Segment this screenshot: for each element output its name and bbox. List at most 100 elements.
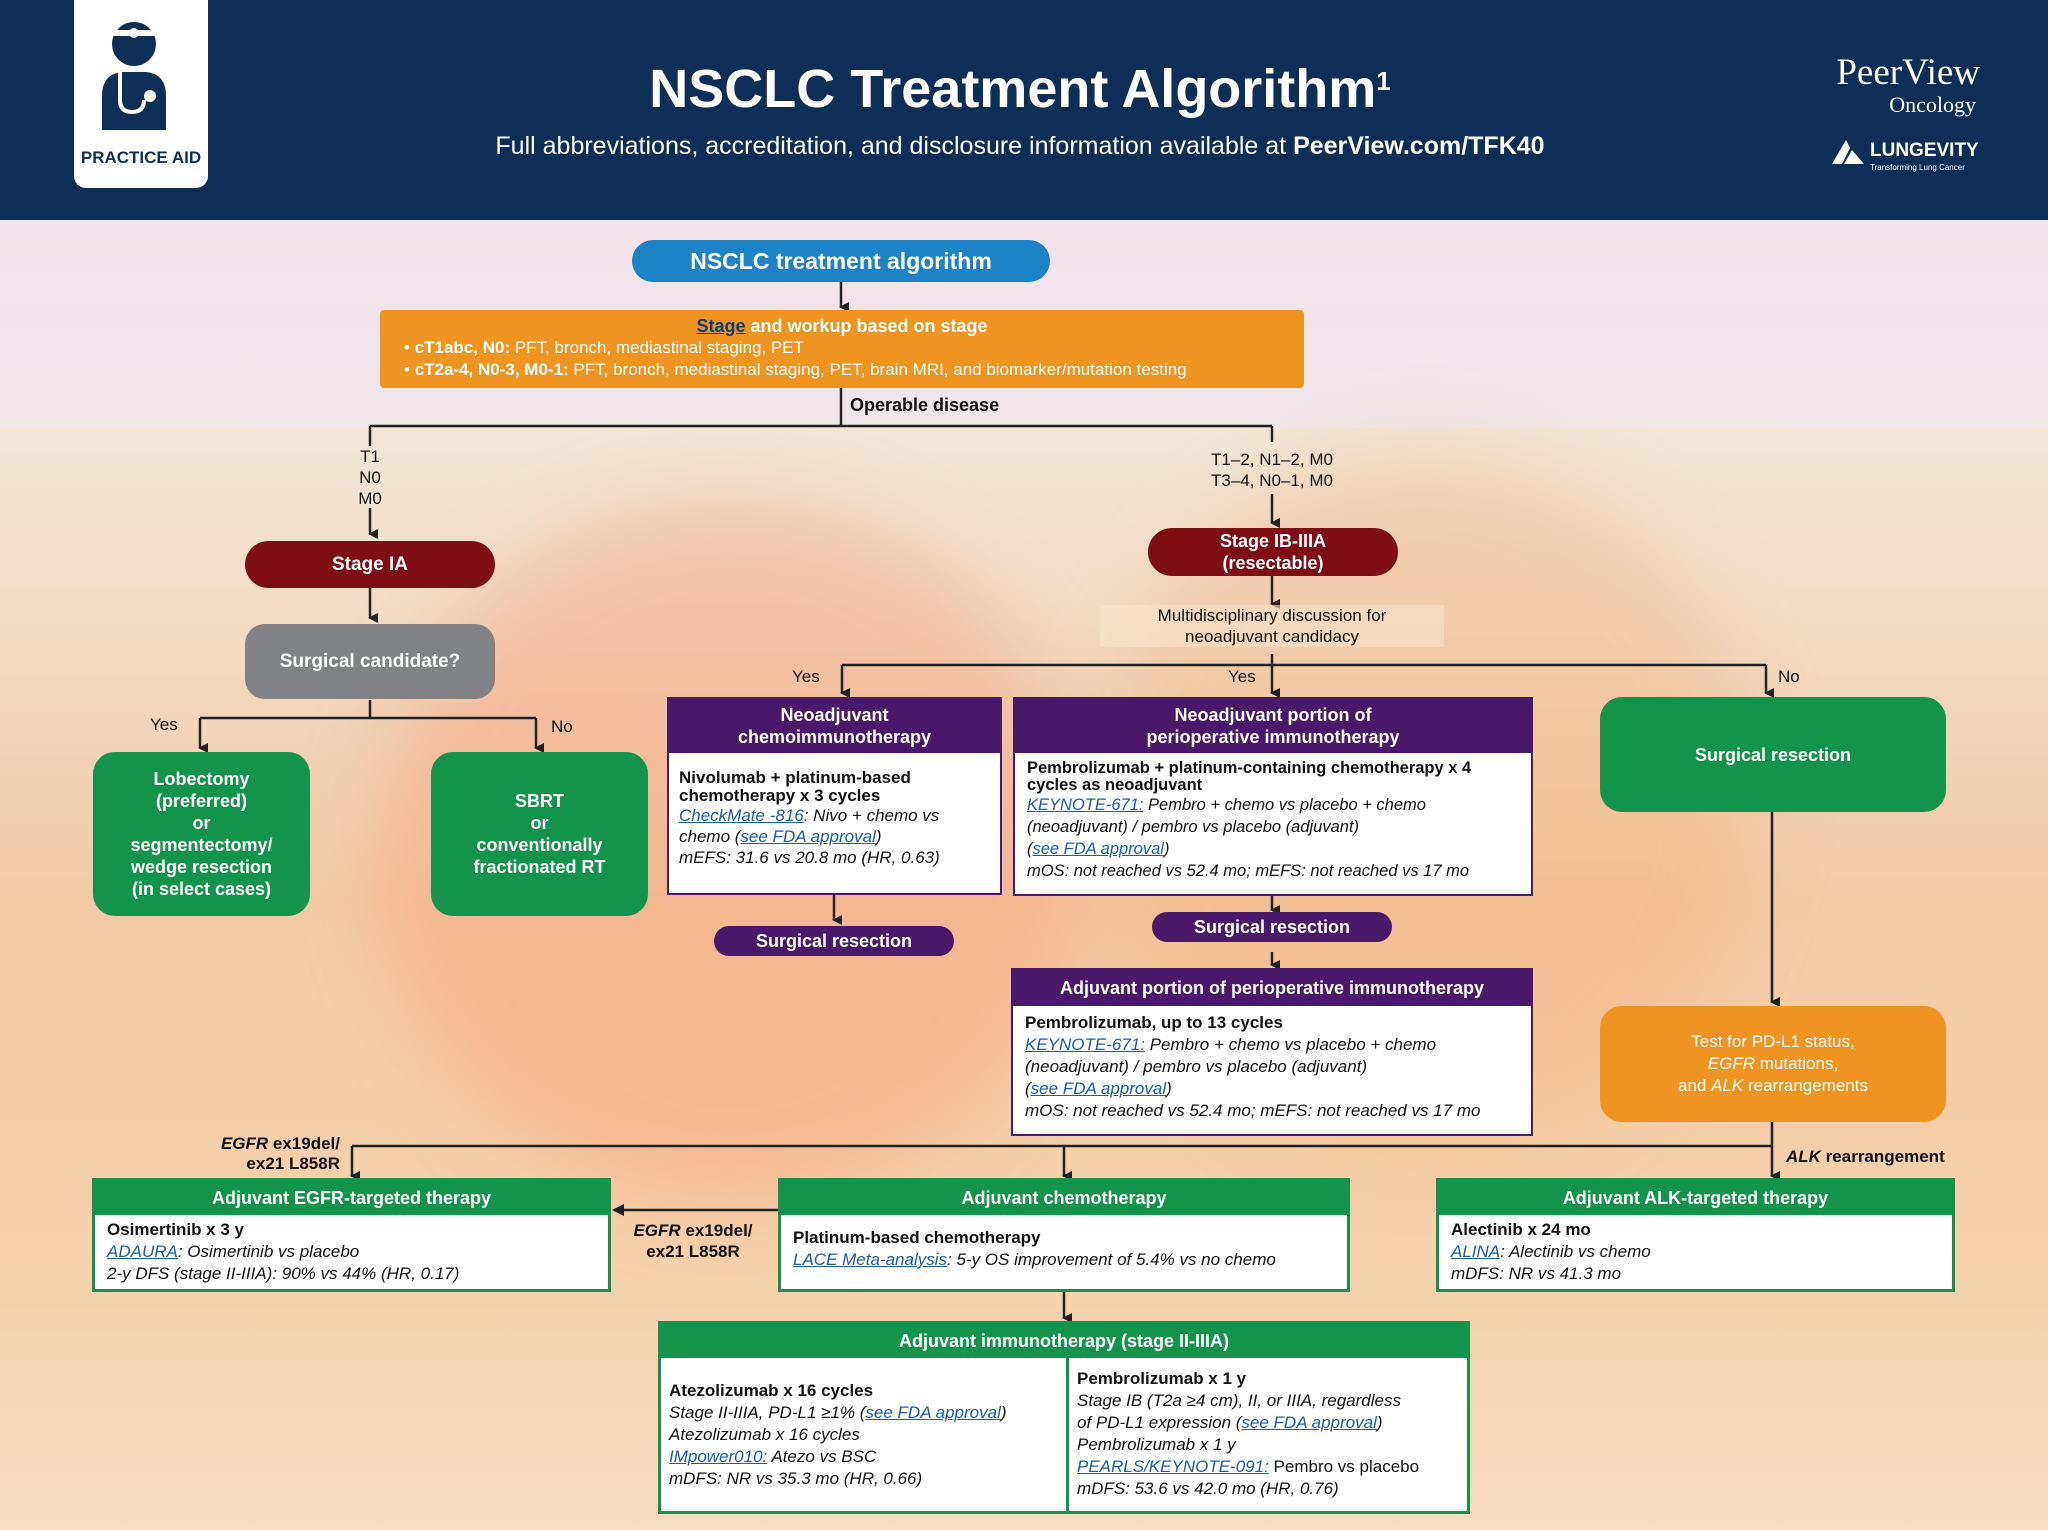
atezo-text-4: mDFS: NR vs 35.3 mo (HR, 0.66) xyxy=(669,1469,923,1488)
egfr-mid-line-2: ex21 L858R xyxy=(646,1242,740,1261)
sbrt-line-3: conventionally xyxy=(476,835,603,855)
fda-approval-link[interactable]: see FDA approval xyxy=(865,1403,1001,1422)
stage-link[interactable]: Stage xyxy=(696,316,746,336)
adj-peri-header: Adjuvant portion of perioperative immuno… xyxy=(1059,978,1485,998)
fda-approval-link[interactable]: see FDA approval xyxy=(1032,840,1164,858)
neo-chemo-header: Neoadjuvant chemoimmunotherapy xyxy=(669,699,1000,753)
adjuvant-immunotherapy-card: Adjuvant immunotherapy (stage II-IIIA) A… xyxy=(658,1321,1470,1514)
alina-link[interactable]: ALINA xyxy=(1451,1242,1501,1261)
atezo-text-2: Atezolizumab x 16 cycles xyxy=(669,1425,860,1444)
neo-peri-bold-1: Pembrolizumab + platinum-containing chem… xyxy=(1027,759,1472,777)
neo-peri-text-4: mOS: not reached vs 52.4 mo; mEFS: not r… xyxy=(1027,862,1470,880)
egfr-mid-label: EGFR ex19del/ ex21 L858R xyxy=(618,1220,768,1262)
pembro-bold: Pembrolizumab x 1 y xyxy=(1077,1369,1247,1388)
neo-peri-text-1: Pembro + chemo vs placebo + chemo xyxy=(1143,796,1426,814)
adjuvant-chemo-card: Adjuvant chemotherapy Platinum-based che… xyxy=(778,1178,1350,1292)
adj-alk-bold: Alectinib x 24 mo xyxy=(1451,1220,1591,1239)
neoadjuvant-perioperative-card: Neoadjuvant portion of perioperative imm… xyxy=(1013,697,1533,896)
adaura-link[interactable]: ADAURA xyxy=(107,1242,178,1261)
bullet-2-bold: cT2a-4, N0-3, M0-1: xyxy=(414,360,569,379)
test-line-2: mutations, xyxy=(1755,1054,1839,1073)
adj-egfr-bold: Osimertinib x 3 y xyxy=(107,1220,244,1239)
t12-line-2: T3–4, N0–1, M0 xyxy=(1211,471,1333,490)
neo-peri-paren-open: ( xyxy=(1027,840,1033,858)
stage-ib-iiia-node: Stage IB-IIIA (resectable) xyxy=(1148,528,1398,576)
adj-egfr-text-2: 2-y DFS (stage II-IIIA): 90% vs 44% (HR,… xyxy=(107,1264,460,1283)
egfr-left-line-2: ex21 L858R xyxy=(246,1154,340,1173)
neo-peri-text-2: (neoadjuvant) / pembro vs placebo (adjuv… xyxy=(1027,818,1360,836)
lungevity-logo: LUNGEVITY Transforming Lung Cancer xyxy=(1830,140,1979,172)
pembro-text-2b: ) xyxy=(1376,1413,1383,1432)
adj-peri-paren-close: ) xyxy=(1166,1079,1172,1098)
multidisciplinary-label: Multidisciplinary discussion for neoadju… xyxy=(1100,605,1444,647)
alk-gene: ALK xyxy=(1786,1147,1821,1166)
sbrt-line-2: or xyxy=(530,813,549,833)
stage-workup-box: Stage and workup based on stage • cT1abc… xyxy=(380,310,1304,388)
adj-alk-header: Adjuvant ALK-targeted therapy xyxy=(1562,1188,1829,1208)
fda-approval-link[interactable]: see FDA approval xyxy=(1030,1079,1167,1098)
subtitle-link[interactable]: PeerView.com/TFK40 xyxy=(1293,132,1545,160)
no-label-resection: No xyxy=(1778,667,1800,686)
neo-chemo-bold-2: chemotherapy x 3 cycles xyxy=(679,786,881,805)
neo-peri-bold: Pembrolizumab + platinum-containing chem… xyxy=(1027,760,1519,794)
neo-peri-paren-close: ) xyxy=(1163,840,1170,858)
pembro-text-5: mDFS: 53.6 vs 42.0 mo (HR, 0.76) xyxy=(1077,1479,1339,1498)
subtitle: Full abbreviations, accreditation, and d… xyxy=(400,132,1640,161)
adj-alk-text-1: : Alectinib vs chemo xyxy=(1500,1242,1651,1261)
surgical-candidate-node: Surgical candidate? xyxy=(245,624,495,699)
test-egfr: EGFR xyxy=(1707,1054,1756,1073)
lobectomy-node: Lobectomy (preferred) or segmentectomy/ … xyxy=(93,752,310,916)
neo-peri-hdr-2: perioperative immunotherapy xyxy=(1146,727,1400,747)
title-footnote: 1 xyxy=(1376,66,1391,96)
neo-peri-bold-2: cycles as neoadjuvant xyxy=(1027,776,1203,794)
atezo-text-1: Stage II-IIIA, PD-L1 ≥1% ( xyxy=(669,1403,866,1422)
fda-approval-link[interactable]: see FDA approval xyxy=(1241,1413,1377,1432)
pembro-text-4: Pembro vs placebo xyxy=(1268,1457,1420,1476)
operable-disease-label: Operable disease xyxy=(850,395,1000,415)
fda-approval-link[interactable]: see FDA approval xyxy=(740,827,876,846)
stage-title-rest: and workup based on stage xyxy=(745,316,988,336)
t1-line-1: T1 xyxy=(360,447,380,466)
bullet-2-text: PFT, bronch, mediastinal staging, PET, b… xyxy=(568,360,1187,379)
test-line-3: rearrangements xyxy=(1743,1076,1868,1095)
pearls-keynote-091-link[interactable]: PEARLS/KEYNOTE-091: xyxy=(1077,1457,1269,1476)
stage-bullet-1: • cT1abc, N0: PFT, bronch, mediastinal s… xyxy=(404,338,804,357)
neo-chemo-text-3: ) xyxy=(875,827,882,846)
egfr-mid-gene: EGFR xyxy=(633,1221,681,1240)
partner-tagline: Transforming Lung Cancer xyxy=(1870,163,1965,172)
sbrt-line-1: SBRT xyxy=(515,791,564,811)
adj-chemo-header: Adjuvant chemotherapy xyxy=(961,1188,1167,1208)
adj-alk-body: Alectinib x 24 mo ALINA: Alectinib vs ch… xyxy=(1439,1215,1952,1289)
adj-chemo-text-1: : 5-y OS improvement of 5.4% vs no chemo xyxy=(947,1250,1276,1269)
adj-peri-bold: Pembrolizumab, up to 13 cycles xyxy=(1025,1013,1283,1032)
egfr-left-gene: EGFR xyxy=(220,1134,269,1153)
impower010-link[interactable]: IMpower010: xyxy=(669,1447,768,1466)
keynote-671-link[interactable]: KEYNOTE-671: xyxy=(1027,796,1144,814)
neo-chemo-hdr-1: Neoadjuvant xyxy=(780,705,889,725)
atezo-bold: Atezolizumab x 16 cycles xyxy=(669,1381,874,1400)
adj-peri-text-2: (neoadjuvant) / pembro vs placebo (adjuv… xyxy=(1025,1057,1368,1076)
checkmate-816-link[interactable]: CheckMate -816 xyxy=(679,806,804,825)
stage-workup-title: Stage and workup based on stage xyxy=(380,315,1304,337)
adj-egfr-body: Osimertinib x 3 y ADAURA: Osimertinib vs… xyxy=(95,1215,608,1289)
egfr-left-text: ex19del/ xyxy=(268,1134,340,1153)
neo-peri-hdr-1: Neoadjuvant portion of xyxy=(1174,705,1372,725)
keynote-671-link[interactable]: KEYNOTE-671: xyxy=(1025,1035,1145,1054)
no-label-surgical: No xyxy=(551,717,573,736)
page-title: NSCLC Treatment Algorithm1 xyxy=(440,58,1600,120)
egfr-left-label: EGFR ex19del/ ex21 L858R xyxy=(190,1134,340,1174)
test-alk: ALK xyxy=(1711,1076,1744,1095)
adj-peri-text-4: mOS: not reached vs 52.4 mo; mEFS: not r… xyxy=(1025,1101,1481,1120)
alk-text: rearrangement xyxy=(1820,1147,1945,1166)
adjuvant-perioperative-card: Adjuvant portion of perioperative immuno… xyxy=(1011,968,1533,1136)
lace-link[interactable]: LACE Meta-analysis xyxy=(793,1250,948,1269)
lobectomy-line-1: Lobectomy xyxy=(153,769,250,789)
surgical-resection-1: Surgical resection xyxy=(714,926,954,956)
title-text: NSCLC Treatment Algorithm xyxy=(649,59,1377,119)
neo-chemo-text-2: chemo ( xyxy=(679,827,741,846)
t12-label: T1–2, N1–2, M0 T3–4, N0–1, M0 xyxy=(1150,449,1394,491)
adj-peri-paren-open: ( xyxy=(1025,1079,1031,1098)
neo-peri-body: Pembrolizumab + platinum-containing chem… xyxy=(1015,753,1531,894)
